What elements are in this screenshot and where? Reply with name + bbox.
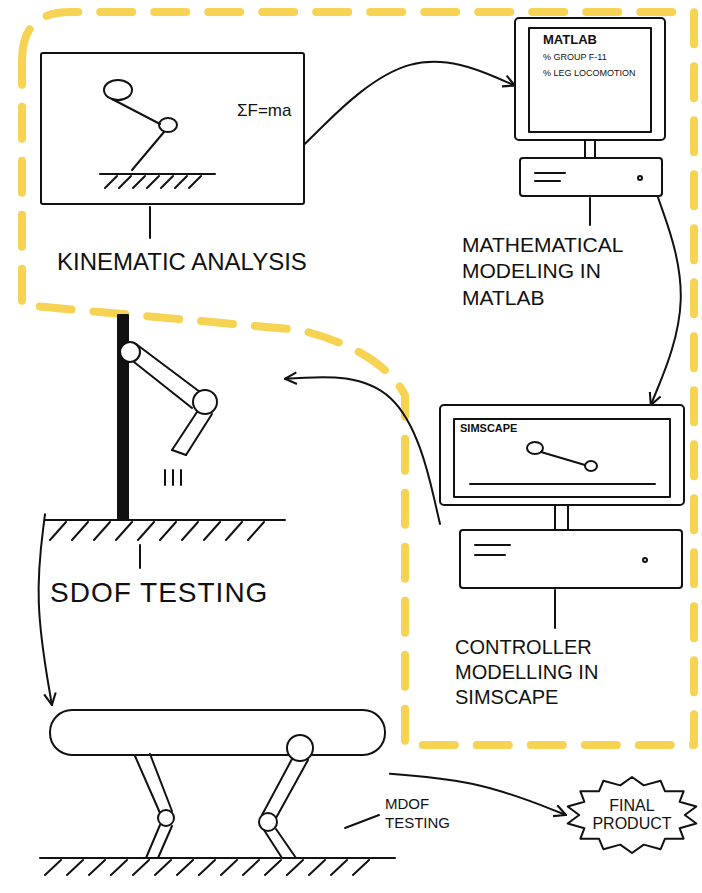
quadruped-robot: [262, 759, 292, 815]
dashed-region: [22, 12, 694, 745]
quadruped-robot: [146, 825, 160, 858]
sdof-test-rig: [180, 470, 182, 485]
starburst: [568, 777, 697, 853]
quadruped-robot: [150, 754, 172, 811]
computer-monitor: [460, 530, 682, 588]
computer-monitor: [529, 28, 651, 132]
step-caption: CONTROLLER MODELLING IN SIMSCAPE: [455, 635, 670, 710]
screen-code: % LEG LOCOMOTION: [543, 68, 636, 79]
quadruped-robot: [50, 710, 385, 755]
screen-title: MATLAB: [543, 32, 597, 48]
computer-monitor: [440, 405, 684, 505]
leader-line: [345, 815, 379, 828]
computer-monitor: [584, 140, 586, 158]
sdof-test-rig: [186, 414, 212, 455]
stick-leg-figure: [100, 80, 215, 188]
sdof-test-rig: [50, 522, 264, 540]
step-caption: KINEMATIC ANALYSIS: [57, 247, 307, 277]
analysis-panel: ΣF=maKINEMATIC ANALYSIS: [40, 52, 305, 205]
flow-arrow: [39, 514, 52, 705]
computer-node: MATLAB% GROUP F-11% LEG LOCOMOTIONMATHEM…: [515, 18, 665, 196]
computer-monitor: [475, 544, 510, 546]
sdof-test-rig: [45, 519, 285, 521]
computer-monitor: [475, 554, 505, 556]
sdof-test-rig: [164, 470, 166, 485]
computer-monitor: [554, 505, 556, 530]
computer-monitor: [594, 140, 596, 158]
sdof-test-rig: [134, 362, 192, 408]
stick-leg-figure: [100, 173, 215, 175]
quadruped-robot: [158, 810, 174, 826]
robot-node: MDOF TESTING: [45, 705, 390, 858]
leader-line: [139, 545, 141, 568]
computer-monitor: [520, 158, 662, 196]
stick-leg-figure: [104, 80, 132, 100]
computer-monitor: [541, 452, 585, 465]
computer-monitor: [454, 419, 670, 497]
stick-leg-figure: [159, 118, 177, 132]
computer-monitor: [638, 176, 642, 180]
quadruped-robot: [158, 826, 172, 858]
computer-monitor: [567, 505, 569, 530]
quadruped-robot: [135, 756, 160, 813]
leader-line: [589, 198, 591, 225]
sdof-test-rig: [172, 470, 174, 485]
quadruped-robot: [276, 829, 296, 858]
quadruped-robot: [40, 710, 395, 875]
quadruped-robot: [287, 735, 313, 761]
stick-leg-figure: [132, 132, 164, 170]
computer-monitor: [440, 405, 684, 588]
computer-monitor: [643, 558, 647, 562]
equation: ΣF=ma: [237, 100, 291, 121]
starburst: [568, 777, 697, 853]
quadruped-robot: [40, 857, 395, 859]
sdof-test-rig: [172, 450, 186, 455]
computer-monitor: [585, 461, 597, 471]
stick-leg-figure: [112, 99, 160, 124]
sdof-test-rig: [45, 315, 285, 540]
final-label: FINAL PRODUCT: [587, 777, 677, 853]
leader-line: [554, 590, 556, 628]
step-caption: MDOF TESTING: [385, 795, 465, 833]
sdof-test-rig: [136, 344, 200, 392]
flow-arrow: [305, 62, 515, 144]
leader-line: [149, 207, 151, 238]
computer-monitor: [535, 172, 565, 174]
step-caption: MATHEMATICAL MODELING IN MATLAB: [462, 232, 662, 311]
computer-monitor: [515, 18, 665, 196]
screen-code: % GROUP F-11: [543, 52, 607, 63]
step-caption: SDOF TESTING: [50, 575, 268, 610]
dashed-region: [22, 12, 694, 745]
quadruped-robot: [259, 813, 277, 831]
computer-monitor: [535, 180, 560, 182]
computer-monitor: [470, 483, 655, 485]
quadruped-robot: [45, 860, 369, 875]
computer-monitor: [515, 18, 665, 140]
computer-node: SIMSCAPECONTROLLER MODELLING IN SIMSCAPE: [440, 405, 688, 588]
test-rig-node: SDOF TESTING: [45, 310, 285, 525]
quadruped-robot: [276, 760, 308, 818]
screen-title: SIMSCAPE: [460, 422, 517, 436]
stick-leg-figure: [105, 176, 201, 188]
flow-arrow: [651, 196, 681, 405]
flow-arrow: [285, 377, 440, 524]
final-burst: FINAL PRODUCT: [566, 777, 698, 853]
sdof-test-rig: [193, 390, 217, 414]
